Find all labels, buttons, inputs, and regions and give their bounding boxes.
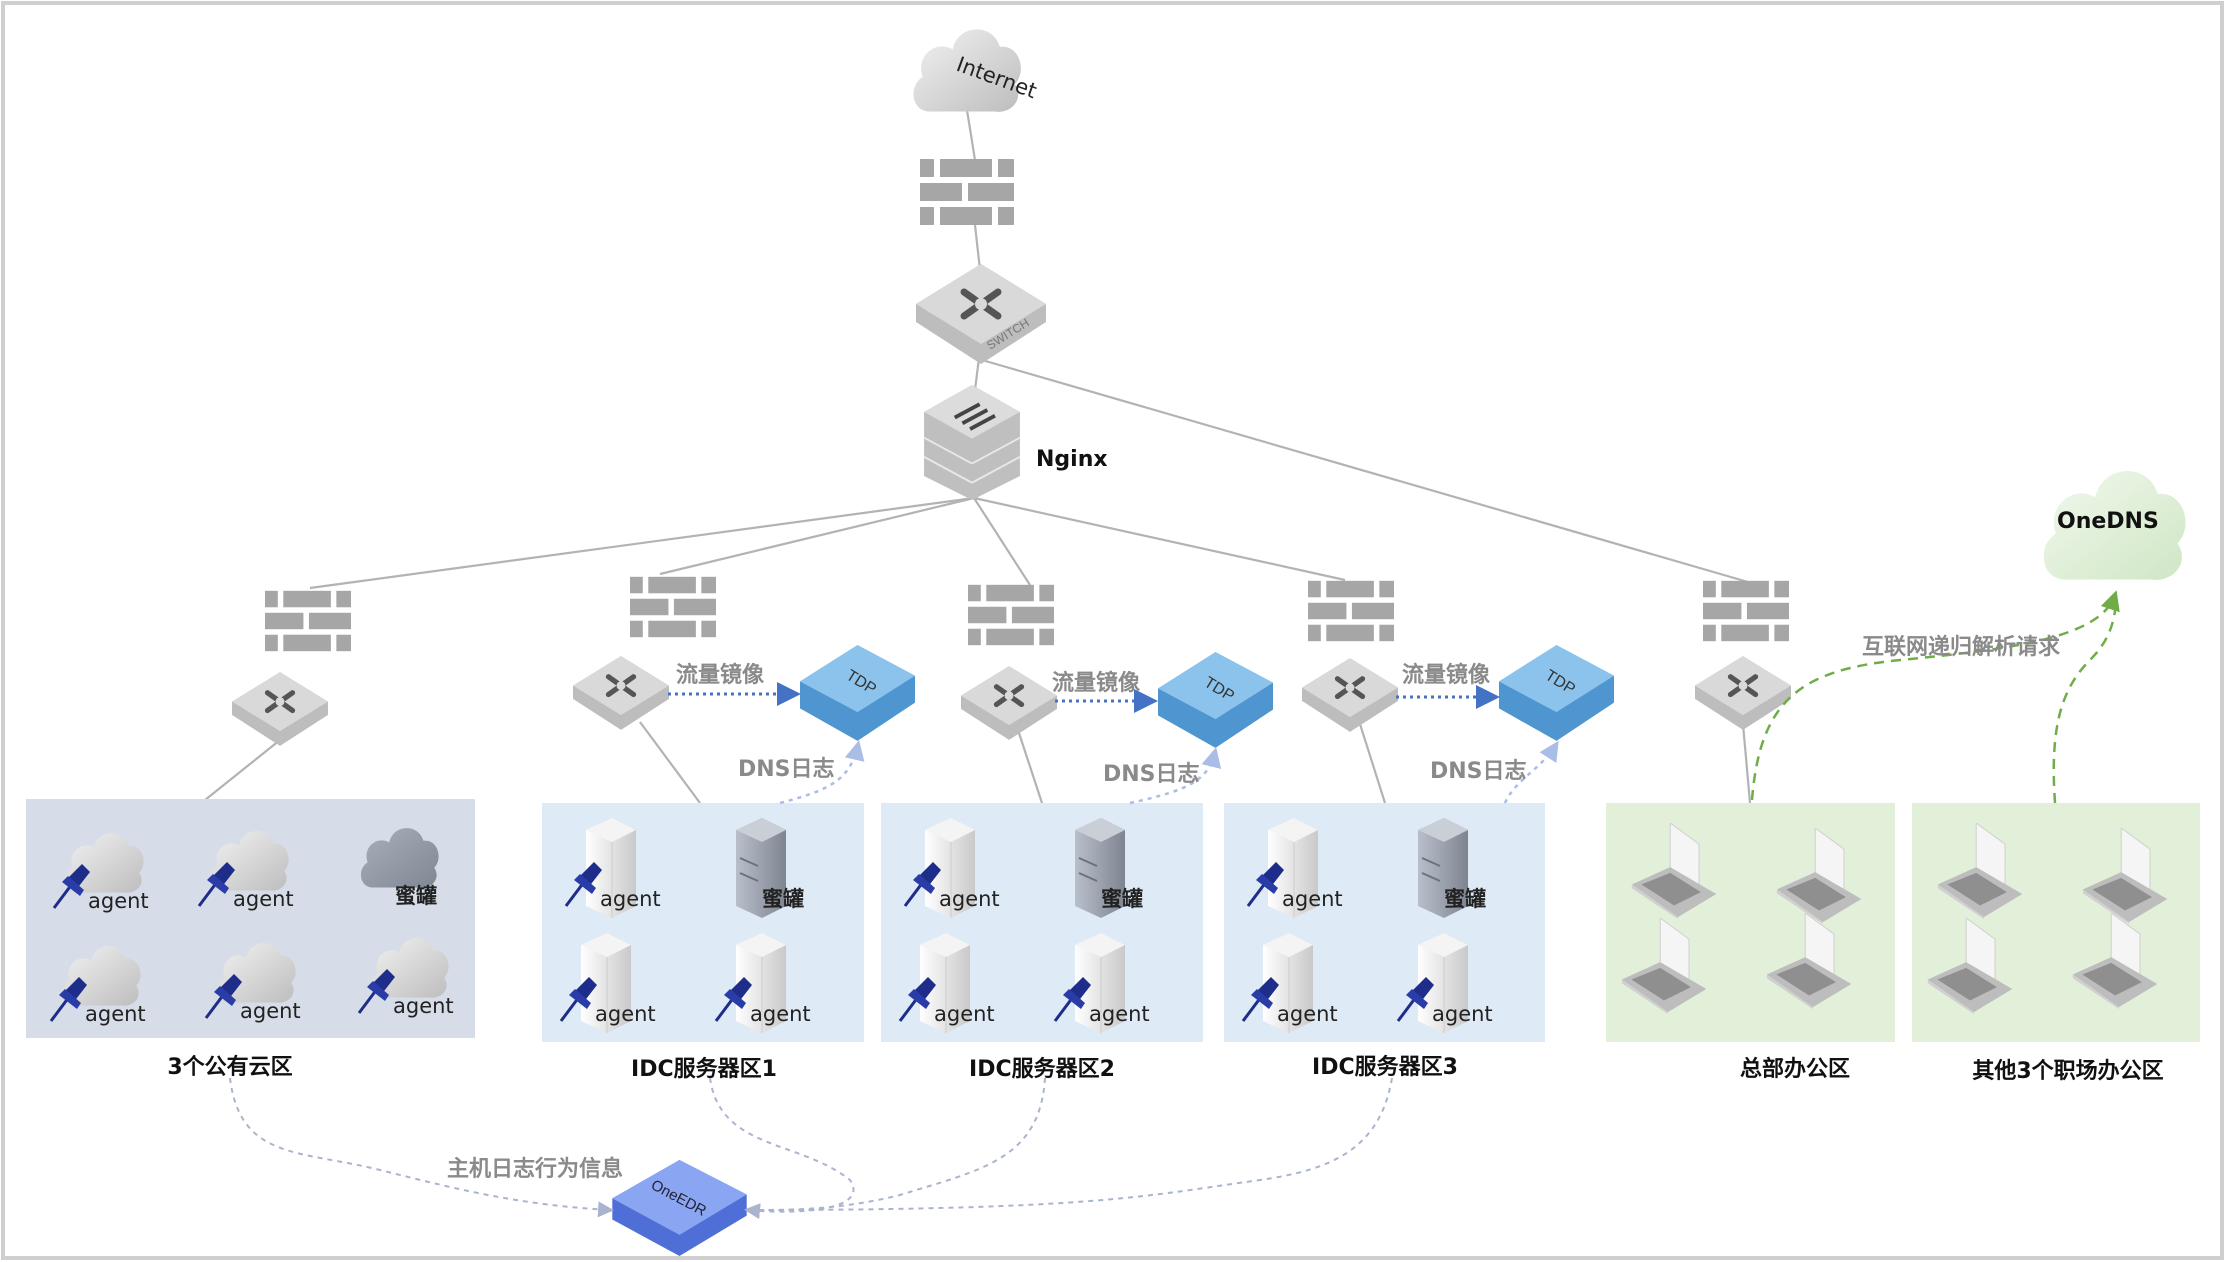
- agent-host[interactable]: agent: [49, 946, 146, 1026]
- zone-label: IDC服务器区1: [631, 1057, 777, 1082]
- agent-label: agent: [393, 994, 454, 1018]
- tdp-appliance-icon: [1499, 645, 1614, 741]
- agent-label: agent: [233, 887, 294, 911]
- oneedr-node[interactable]: OneEDR: [612, 1160, 747, 1256]
- agent-label: agent: [1432, 1002, 1493, 1026]
- firewall-icon[interactable]: [1308, 580, 1394, 642]
- agent-host[interactable]: agent: [52, 833, 149, 913]
- firewall-icon[interactable]: [265, 590, 351, 652]
- agent-host[interactable]: agent: [357, 938, 454, 1018]
- switch-icon[interactable]: [1302, 658, 1398, 732]
- firewall-icon[interactable]: [630, 576, 716, 638]
- host-log-arrow: [709, 1077, 855, 1220]
- mirror-label: 流量镜像: [1402, 662, 1491, 688]
- recursive-dns-arrow: [1750, 590, 2120, 801]
- host-log-label: 主机日志行为信息: [447, 1156, 623, 1182]
- agent-label: agent: [600, 887, 661, 911]
- agent-label: agent: [595, 1002, 656, 1026]
- agent-host[interactable]: agent: [1241, 933, 1338, 1033]
- agent-host[interactable]: agent: [898, 933, 995, 1033]
- agent-label: agent: [88, 889, 149, 913]
- mirror-label: 流量镜像: [676, 662, 765, 688]
- host-log-arrow: [229, 1077, 614, 1218]
- nginx-node[interactable]: Nginx: [922, 385, 1108, 500]
- dns-log-arrow: [1129, 747, 1222, 805]
- tdp-appliance-icon: [800, 645, 915, 741]
- host-log-arrow: [749, 1077, 1046, 1211]
- agent-host[interactable]: agent: [204, 943, 301, 1023]
- load-balancer-icon: [922, 385, 1022, 500]
- tdp-2[interactable]: TDP: [1158, 652, 1273, 748]
- nginx-label: Nginx: [1036, 447, 1108, 472]
- dns-log-label: DNS日志: [1103, 762, 1200, 787]
- agent-host[interactable]: agent: [197, 831, 294, 911]
- agent-label: agent: [1282, 887, 1343, 911]
- honeypot-label: 蜜罐: [1444, 887, 1486, 911]
- firewall-icon[interactable]: [920, 159, 1014, 225]
- tdp-appliance-icon: [1158, 652, 1273, 748]
- onedns-label: OneDNS: [2057, 509, 2159, 534]
- zone-label: IDC服务器区3: [1312, 1055, 1458, 1080]
- switch-icon[interactable]: [961, 666, 1057, 740]
- honeypot[interactable]: 蜜罐: [1073, 818, 1143, 918]
- agent-host[interactable]: agent: [714, 933, 811, 1033]
- honeypot-label: 蜜罐: [762, 887, 804, 911]
- honeypot[interactable]: 蜜罐: [734, 818, 804, 918]
- agent-host[interactable]: agent: [903, 818, 1000, 918]
- dns-log-arrow: [779, 740, 865, 805]
- zone-label: 3个公有云区: [167, 1054, 292, 1080]
- host-log-arrow: [749, 1077, 1393, 1211]
- firewall-icon[interactable]: [1703, 580, 1789, 642]
- agent-host[interactable]: agent: [559, 933, 656, 1033]
- tdp-1[interactable]: TDP: [800, 645, 915, 741]
- recursive-dns-label: 互联网递归解析请求: [1862, 634, 2060, 660]
- internet-cloud[interactable]: Internet: [913, 29, 1040, 112]
- agent-host[interactable]: agent: [1053, 933, 1150, 1033]
- network-links: [204, 109, 1752, 804]
- honeypot-label: 蜜罐: [395, 884, 437, 908]
- zone-hq-office: [1606, 803, 1895, 1042]
- zone-label: IDC服务器区2: [969, 1057, 1115, 1082]
- recursive-dns-arrow: [2052, 599, 2118, 804]
- switch-icon[interactable]: [1695, 656, 1791, 730]
- agent-label: agent: [939, 887, 1000, 911]
- switch-icon[interactable]: [232, 672, 328, 746]
- dns-log-label: DNS日志: [1430, 759, 1527, 784]
- cloud-icon: [2043, 470, 2186, 580]
- dns-log-arrow: [1503, 740, 1559, 804]
- switch-icon[interactable]: [573, 656, 669, 730]
- mirror-label: 流量镜像: [1052, 670, 1141, 696]
- onedns-cloud[interactable]: OneDNS: [2022, 459, 2186, 580]
- zone-other-offices: [1912, 803, 2200, 1042]
- agent-host[interactable]: agent: [564, 818, 661, 918]
- tdp-3[interactable]: TDP: [1499, 645, 1614, 741]
- honeypot[interactable]: 蜜罐: [1416, 818, 1486, 918]
- agent-label: agent: [1089, 1002, 1150, 1026]
- agent-label: agent: [750, 1002, 811, 1026]
- agent-host[interactable]: agent: [1246, 818, 1343, 918]
- honeypot-label: 蜜罐: [1101, 887, 1143, 911]
- agent-label: agent: [85, 1002, 146, 1026]
- core-switch[interactable]: SWITCH: [916, 264, 1046, 364]
- zone-items: agent agent 蜜罐 agent agent agent agent 蜜罐 agent a…: [49, 818, 2168, 1033]
- zone-label: 其他3个职场办公区: [1972, 1059, 2163, 1084]
- firewall-icon[interactable]: [968, 584, 1054, 646]
- honeypot[interactable]: 蜜罐: [360, 828, 439, 908]
- zone-label: 总部办公区: [1740, 1056, 1850, 1082]
- agent-label: agent: [240, 999, 301, 1023]
- agent-host[interactable]: agent: [1396, 933, 1493, 1033]
- agent-label: agent: [1277, 1002, 1338, 1026]
- dns-log-label: DNS日志: [738, 757, 835, 782]
- switch-icon: [916, 264, 1046, 364]
- agent-label: agent: [934, 1002, 995, 1026]
